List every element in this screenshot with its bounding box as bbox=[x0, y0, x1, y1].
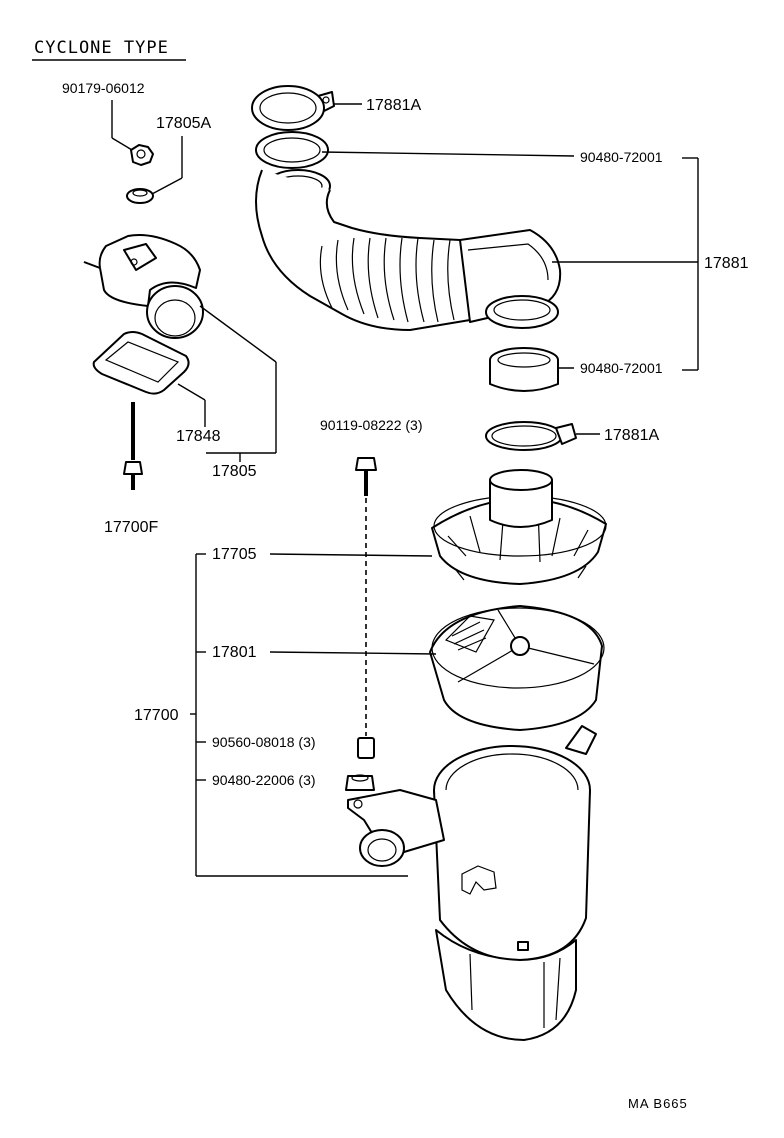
intake-hose-17881 bbox=[251, 85, 562, 331]
cushion-90480-22006 bbox=[345, 774, 375, 791]
gasket-17848 bbox=[92, 331, 190, 395]
reference-code: MA B665 bbox=[628, 1096, 688, 1111]
label-90179-06012: 90179-06012 bbox=[62, 80, 145, 96]
label-90560-08018: 90560-08018 (3) bbox=[212, 734, 316, 750]
label-90119-08222: 90119-08222 (3) bbox=[320, 417, 422, 433]
bolt-90119 bbox=[355, 457, 377, 496]
label-17700F: 17700F bbox=[104, 519, 158, 536]
resonator-17805 bbox=[83, 234, 204, 339]
label-17700: 17700 bbox=[134, 707, 179, 724]
label-17805: 17805 bbox=[212, 463, 257, 480]
label-90480-22006: 90480-22006 (3) bbox=[212, 772, 316, 788]
label-90480-72001-top: 90480-72001 bbox=[580, 149, 663, 165]
clamp-17881A-bottom bbox=[485, 421, 577, 451]
leader-90179b bbox=[111, 137, 133, 151]
nut-90179 bbox=[130, 144, 154, 166]
sleeve-90560 bbox=[357, 737, 375, 759]
leader-90480-top bbox=[321, 151, 575, 157]
air-cleaner-element-17801 bbox=[429, 605, 605, 731]
air-cleaner-cap-17705 bbox=[431, 469, 607, 585]
label-17848: 17848 bbox=[176, 428, 221, 445]
leader-17805-a bbox=[199, 305, 277, 363]
hose-band-90480-bottom bbox=[489, 347, 559, 392]
leader-17801 bbox=[269, 651, 437, 655]
label-17881: 17881 bbox=[704, 255, 749, 272]
stud-17700F bbox=[123, 402, 143, 490]
leader-17705 bbox=[269, 553, 433, 557]
leader-17848-a bbox=[177, 383, 206, 401]
label-17881A-top: 17881A bbox=[366, 97, 421, 114]
label-90480-72001-bottom: 90480-72001 bbox=[580, 360, 663, 376]
leader-17805Ab bbox=[151, 177, 183, 195]
air-cleaner-case-17700 bbox=[347, 725, 597, 1041]
label-17801: 17801 bbox=[212, 644, 257, 661]
diagram-title: CYCLONE TYPE bbox=[34, 38, 169, 58]
label-17705: 17705 bbox=[212, 546, 257, 563]
label-17805A: 17805A bbox=[156, 115, 211, 132]
label-17881A-bottom: 17881A bbox=[604, 427, 659, 444]
grommet-17805A bbox=[126, 188, 154, 204]
